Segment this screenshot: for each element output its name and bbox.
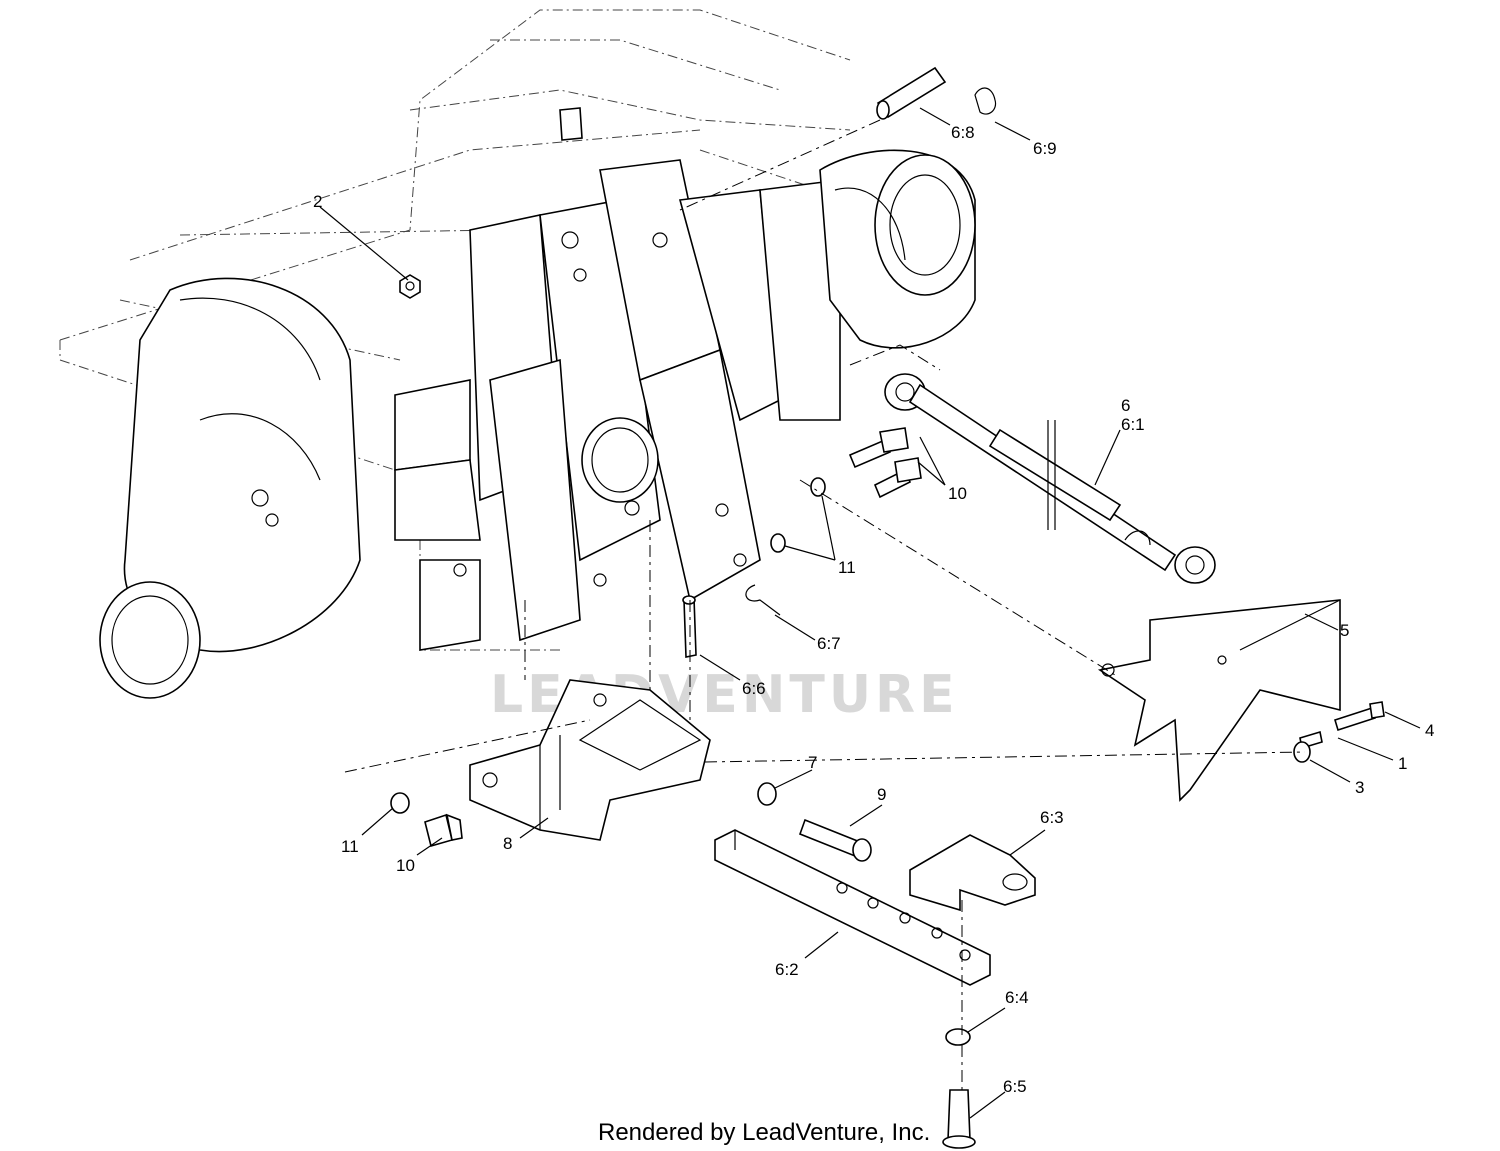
- callout-6-3: 6:3: [1040, 808, 1064, 827]
- part-6-4-washer: [945, 1028, 971, 1046]
- part-4-bolt: [1334, 701, 1385, 732]
- part-6-8-pin: [876, 66, 947, 120]
- part-6-2-drawbar: [714, 829, 991, 986]
- part-6-7-clip: [745, 584, 781, 616]
- callout-8: 8: [503, 834, 512, 853]
- part-7-washer: [757, 782, 777, 806]
- callout-6: 6: [1121, 396, 1130, 415]
- callout-4: 4: [1425, 721, 1434, 740]
- callout-6-1: 6:1: [1121, 415, 1145, 434]
- part-6-3-clevis: [909, 834, 1036, 912]
- callout-10-upper: 10: [948, 484, 967, 503]
- right-wheel-motor: [819, 149, 976, 349]
- part-3-washer: [1293, 741, 1311, 763]
- callout-6-8: 6:8: [951, 123, 975, 142]
- callout-6-7: 6:7: [817, 634, 841, 653]
- callout-9: 9: [877, 785, 886, 804]
- part-6-1-top-link: [884, 373, 1216, 584]
- callout-3: 3: [1355, 778, 1364, 797]
- callout-6-2: 6:2: [775, 960, 799, 979]
- callout-10-lower: 10: [396, 856, 415, 875]
- callout-11-lower: 11: [341, 837, 359, 856]
- part-8-hitch-bracket: [469, 679, 711, 841]
- callout-6-9: 6:9: [1033, 139, 1057, 158]
- callout-6-5: 6:5: [1003, 1077, 1027, 1096]
- left-wheel-motor: [99, 277, 361, 699]
- part-10-bolt-lower: [424, 813, 463, 847]
- part-10-bolts-upper: [848, 427, 922, 499]
- rendered-by-credit: Rendered by LeadVenture, Inc.: [598, 1119, 930, 1146]
- callout-2: 2: [313, 192, 322, 211]
- part-11-washers-upper: [770, 477, 826, 553]
- part-11-washer-lower: [390, 792, 410, 814]
- leader-lines: [319, 107, 1421, 1119]
- part-9-bolt: [798, 818, 872, 862]
- part-5-shield: [1097, 599, 1341, 802]
- callout-1: 1: [1398, 754, 1407, 773]
- callout-11-upper: 11: [838, 558, 856, 577]
- part-6-9-hair-pin: [974, 87, 997, 115]
- callout-5: 5: [1340, 621, 1349, 640]
- part-2-nut: [399, 274, 421, 299]
- hitch-frame-assembly: [215, 107, 841, 651]
- alignment-lines: [344, 119, 1306, 1090]
- callout-7: 7: [808, 753, 817, 772]
- part-6-5-bolt: [942, 1089, 976, 1149]
- callout-6-4: 6:4: [1005, 988, 1029, 1007]
- callout-6-6: 6:6: [742, 679, 766, 698]
- callout-labels: 2 6:8 6:9 6 6:1 10 11 5 6:7 6:6 4 1 3 7 …: [313, 123, 1434, 1096]
